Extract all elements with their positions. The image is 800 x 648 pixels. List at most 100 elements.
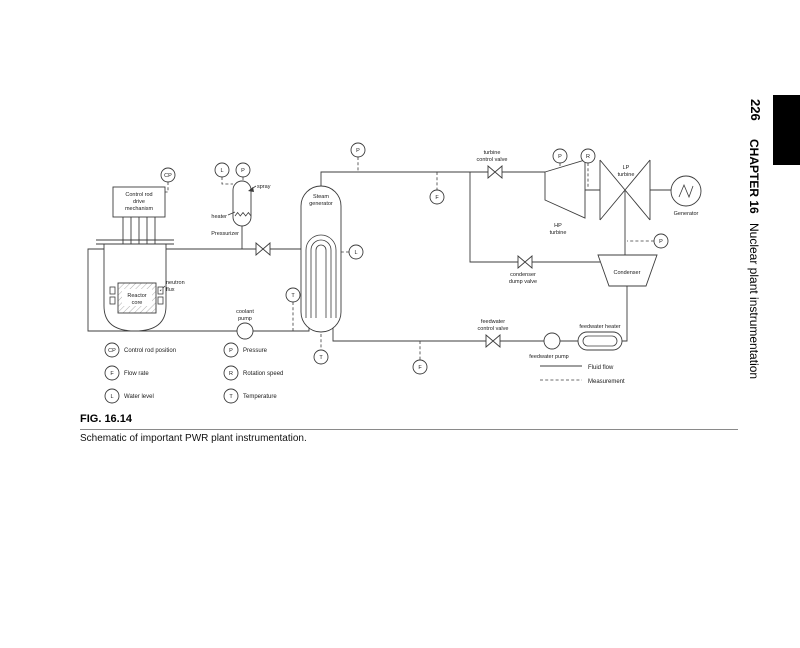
- instrument-circle: [160, 167, 176, 183]
- instrument-control-rod-position: CP: [160, 167, 176, 183]
- pumps-and-heater: coolant pump feedwater heater feedwater …: [236, 309, 623, 360]
- feedwater-heater-body: [577, 331, 623, 351]
- reactor-core-label: core: [132, 300, 143, 306]
- control-rod-drive-label: Control rod: [125, 192, 152, 198]
- running-head: CHAPTER 16 Nuclear plant instrumentation: [747, 139, 761, 379]
- instrument-circle: [552, 148, 568, 164]
- neutron-detector: [109, 286, 116, 295]
- heater-leader-line: [227, 211, 236, 216]
- feedwater-pump-label: feedwater pump: [529, 354, 568, 360]
- instrument-rotation-speed: R: [580, 148, 596, 164]
- instrument-circle: [235, 162, 251, 178]
- coolant-pump-label: coolant: [236, 309, 254, 315]
- instrument-feedwater-flow: F: [412, 359, 428, 375]
- legend-symbol: R: [229, 371, 233, 377]
- condenser-dump-line: [469, 172, 600, 263]
- feedwater-control-valve-label: feedwater: [481, 319, 505, 325]
- pressurizer-level-measurement-line: [221, 177, 233, 185]
- pressurizer: heater spray Pressurizer: [211, 180, 271, 237]
- instrument-letter: T: [291, 293, 295, 299]
- instrument-circle: [429, 189, 445, 205]
- reactor: Control rod drive mechanism Reactor core…: [96, 186, 185, 332]
- cp-measurement-line: [165, 182, 169, 193]
- condenser-dump-valve-symbol: [517, 255, 533, 269]
- coolant-pump-symbol: [236, 322, 254, 340]
- instrument-sg-level: L: [348, 244, 364, 260]
- condenser-label: Condenser: [614, 270, 641, 276]
- instrument-letter: P: [356, 148, 360, 154]
- instrument-cold-leg-temperature: T: [285, 287, 301, 303]
- chapter-title: Nuclear plant instrumentation: [747, 223, 761, 380]
- figure-label: FIG. 16.14: [80, 413, 132, 425]
- neutron-flux-label: neutron: [166, 280, 185, 286]
- instrument-steam-flow: F: [429, 189, 445, 205]
- generator-label: Generator: [674, 211, 699, 217]
- instrument-circle: [580, 148, 596, 164]
- neutron-detector: [109, 296, 116, 305]
- lp-turbine-label: turbine: [618, 172, 635, 178]
- instrument-bubbles: CP L P P F P R: [160, 142, 669, 375]
- instrument-circle: [350, 142, 366, 158]
- legend-symbol-circle: [223, 388, 239, 404]
- legend-symbol: P: [229, 348, 233, 354]
- generator-symbol: [670, 175, 702, 207]
- figure-rule: [80, 429, 738, 430]
- figure-caption: Schematic of important PWR plant instrum…: [80, 433, 307, 444]
- neutron-detector: [157, 296, 164, 305]
- cold-leg-pipe: [87, 248, 310, 332]
- neutron-detector: [157, 286, 164, 295]
- reactor-vessel-flange: [96, 239, 174, 245]
- instrument-sg-outlet-temperature: T: [313, 349, 329, 365]
- feedwater-control-valve-label: control valve: [478, 326, 509, 332]
- legend-item: L Water level: [104, 388, 154, 404]
- legend-symbol-circle: [223, 342, 239, 358]
- coolant-pump-label: pump: [238, 316, 252, 322]
- instrument-condenser-pressure: P: [653, 233, 669, 249]
- legend-linetypes: Fluid flow Measurement: [540, 365, 625, 385]
- main-steam-line: [320, 171, 545, 186]
- instrument-steam-pressure: P: [350, 142, 366, 158]
- instrument-letter: L: [354, 250, 357, 256]
- sg-u-tubes: [305, 234, 337, 318]
- turbine-control-valve-label: turbine: [484, 150, 501, 156]
- legend-measurement-label: Measurement: [588, 379, 625, 385]
- instrument-letter: F: [435, 195, 439, 201]
- neutron-flux-label: flux: [166, 287, 175, 293]
- control-rod-drive-box: [112, 186, 166, 218]
- instrument-letter: T: [319, 355, 323, 361]
- spray-label: spray: [257, 184, 271, 190]
- legend-label: Pressure: [243, 348, 268, 354]
- chapter-label: CHAPTER 16: [747, 139, 761, 214]
- legend-symbol: T: [229, 394, 233, 400]
- instrument-pressurizer-level: L: [214, 162, 230, 178]
- instrument-circle: [348, 244, 364, 260]
- legend-symbol: CP: [108, 348, 116, 354]
- instrument-letter: CP: [164, 173, 172, 179]
- pressurizer-heater-element: [234, 211, 252, 217]
- condenser-body: [597, 254, 658, 287]
- legend-label: Flow rate: [124, 371, 149, 377]
- hp-turbine-label: HP: [554, 223, 562, 229]
- instrument-letter: P: [659, 239, 663, 245]
- valves: turbine control valve condenser dump val…: [255, 150, 537, 348]
- instrument-circle: [285, 287, 301, 303]
- instrument-letter: P: [558, 154, 562, 160]
- feedwater-pump-symbol: [543, 332, 561, 350]
- legend-label: Control rod position: [124, 348, 176, 354]
- surge-line-valve-symbol: [255, 242, 271, 256]
- spray-arrowhead-icon: [248, 187, 254, 192]
- instrument-circle: [412, 359, 428, 375]
- feedwater-control-valve-symbol: [485, 334, 501, 348]
- lp-turbine-label: LP: [623, 165, 630, 171]
- hp-turbine-body: [544, 159, 586, 219]
- legend: CP Control rod position F Flow rate L Wa…: [104, 342, 625, 404]
- page-edge-tab: [773, 95, 800, 165]
- control-rod-drive-label: mechanism: [125, 206, 154, 212]
- legend-symbol: F: [110, 371, 114, 377]
- instrument-circle: [313, 349, 329, 365]
- instrument-circle: [214, 162, 230, 178]
- steam-generator: Steam generator: [300, 185, 342, 333]
- legend-symbol: L: [110, 394, 113, 400]
- instrument-letter: L: [220, 168, 223, 174]
